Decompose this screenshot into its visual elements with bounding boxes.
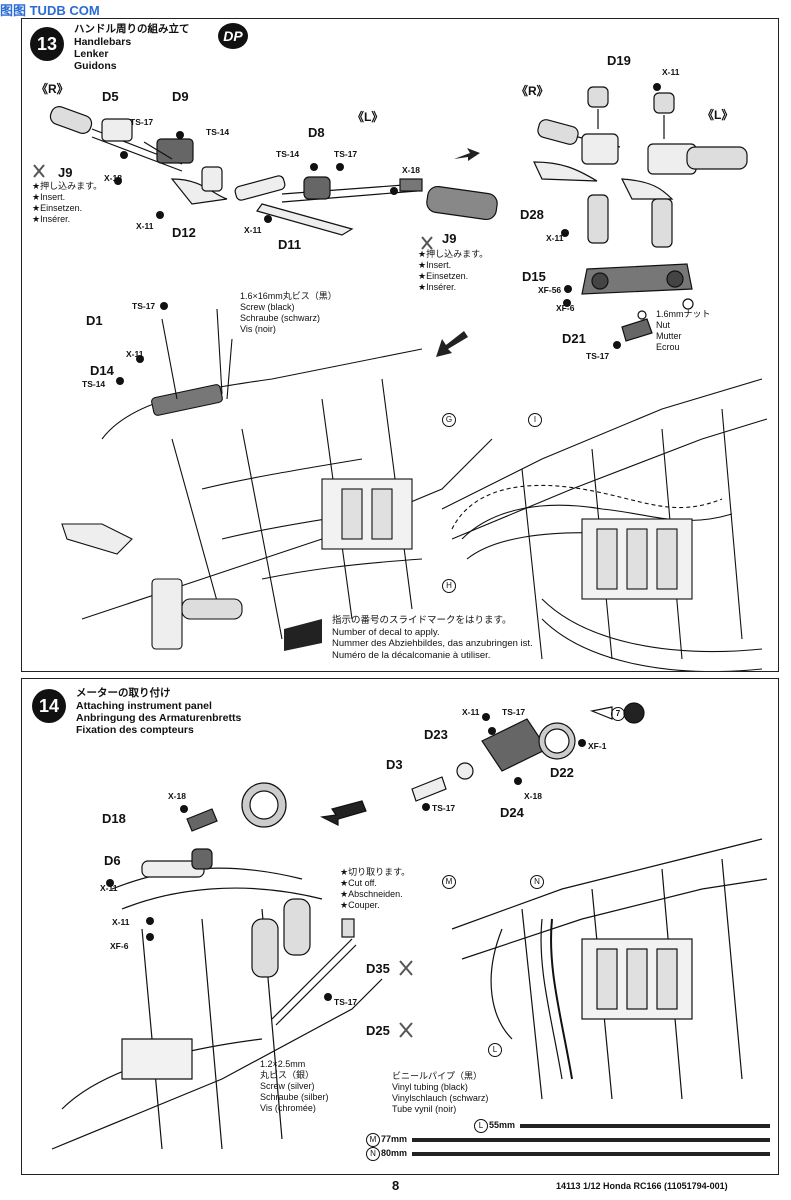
code-x11a: X-11 [136,221,154,231]
code-ts14a: TS-14 [206,127,230,137]
code-x11b: X-11 [244,225,262,235]
cut-note: ★切り取ります。 ★Cut off. ★Abschneiden. ★Couper… [340,867,411,910]
dp-badge: DP [218,23,248,49]
part-d12: D12 [172,225,196,240]
part-d6: D6 [104,853,121,868]
code-x18a-14: X-18 [524,791,542,801]
step14-number: 14 [32,689,66,723]
tube-n-bar [412,1152,770,1156]
tube-m-length: 77mm [381,1134,408,1144]
code-xf1: XF-1 [588,741,607,751]
footer-code: 14113 1/12 Honda RC166 (11051794-001) [556,1181,728,1191]
side-l-label-2: 《L》 [702,108,734,122]
screw-note-14: 1.2×2.5mm 丸ビス（銀） Screw (silver) Schraube… [260,1059,329,1113]
code-ts17c-14: TS-17 [334,997,358,1007]
part-d3: D3 [386,757,403,772]
code-ts17a: TS-17 [130,117,154,127]
marker-n: N [530,875,544,889]
step14-title-de: Anbringung des Armaturenbretts [76,712,242,724]
tube-n-marker: N [366,1147,380,1161]
step14-title-fr: Fixation des compteurs [76,724,194,736]
code-ts17b-14: TS-17 [432,803,456,813]
code-ts17c: TS-17 [586,351,610,361]
code-x11c-14: X-11 [112,917,130,927]
side-r-label-2: 《R》 [516,84,549,98]
code-ts14c: TS-14 [82,379,106,389]
part-j9: J9 [58,165,73,180]
marker-i: I [528,413,542,427]
part-d1: D1 [86,313,103,328]
page-number: 8 [392,1178,400,1193]
tube-m-bar [412,1138,770,1142]
side-l-label: 《L》 [352,110,384,124]
step13-illustration [33,83,768,671]
part-d35: D35 [366,961,390,976]
code-x11a-14: X-11 [462,707,480,717]
tube-note: ビニールパイプ（黒） Vinyl tubing (black) Vinylsch… [392,1071,489,1114]
insert-note-2: ★押し込みます。 ★Insert. ★Einsetzen. ★Insérer. [418,249,489,292]
part-d15: D15 [522,269,546,284]
marker-l: L [488,1043,502,1057]
tube-l-length: 55mm [489,1120,516,1130]
part-d9: D9 [172,89,189,104]
code-x11b-14: X-11 [100,883,118,893]
part-d18: D18 [102,811,126,826]
part-d25: D25 [366,1023,390,1038]
code-x11c: X-11 [662,67,680,77]
step14-title-en: Attaching instrument panel [76,700,212,712]
part-d14: D14 [90,363,114,378]
code-ts14b: TS-14 [276,149,300,159]
code-ts17a-14: TS-17 [502,707,526,717]
step13-title-fr: Guidons [74,60,117,72]
step13-panel: 13 ハンドル周りの組み立て Handlebars Lenker Guidons… [21,18,779,672]
code-x18b: X-18 [402,165,420,175]
step13-title-jp: ハンドル周りの組み立て [74,23,190,35]
part-d22: D22 [550,765,574,780]
code-xf6-14: XF-6 [110,941,129,951]
step13-number: 13 [30,27,64,61]
part-d8: D8 [308,125,325,140]
screw-note: 1.6×16mm丸ビス（黒） Screw (black) Schraube (s… [240,291,337,334]
tube-l-marker: L [474,1119,488,1133]
tube-n-length: 80mm [381,1148,408,1158]
part-d28: D28 [520,207,544,222]
decal-number: 7 [611,707,625,721]
part-d21: D21 [562,331,586,346]
code-xf56: XF-56 [538,285,562,295]
code-ts17d: TS-17 [132,301,156,311]
decal-note: 指示の番号のスライドマークをはります。 Number of decal to a… [332,615,533,661]
step14-panel: 14 メーターの取り付け Attaching instrument panel … [21,678,779,1175]
marker-h: H [442,579,456,593]
nut-note: 1.6mmナット Nut Mutter Ecrou [656,309,711,352]
part-d5: D5 [102,89,119,104]
watermark: 图图 TUDB COM [0,3,100,18]
code-x18a: X-18 [104,173,122,183]
part-d23: D23 [424,727,448,742]
part-d24: D24 [500,805,524,820]
side-r-label: 《R》 [36,82,69,96]
code-ts17b: TS-17 [334,149,358,159]
part-d19: D19 [607,53,631,68]
tube-m-marker: M [366,1133,380,1147]
tube-l-bar [520,1124,770,1128]
marker-m: M [442,875,456,889]
part-j9b: J9 [442,231,457,246]
code-x11d: X-11 [546,233,564,243]
code-x18b-14: X-18 [168,791,186,801]
marker-g: G [442,413,456,427]
code-x11e: X-11 [126,349,144,359]
step14-title-jp: メーターの取り付け [76,687,171,699]
step13-title-en: Handlebars [74,36,132,48]
part-d11: D11 [278,237,302,252]
code-xf6: XF-6 [556,303,575,313]
step14-illustration [51,702,768,1150]
step13-title-de: Lenker [74,48,109,60]
insert-note: ★押し込みます。 ★Insert. ★Einsetzen. ★Insérer. [32,181,103,224]
